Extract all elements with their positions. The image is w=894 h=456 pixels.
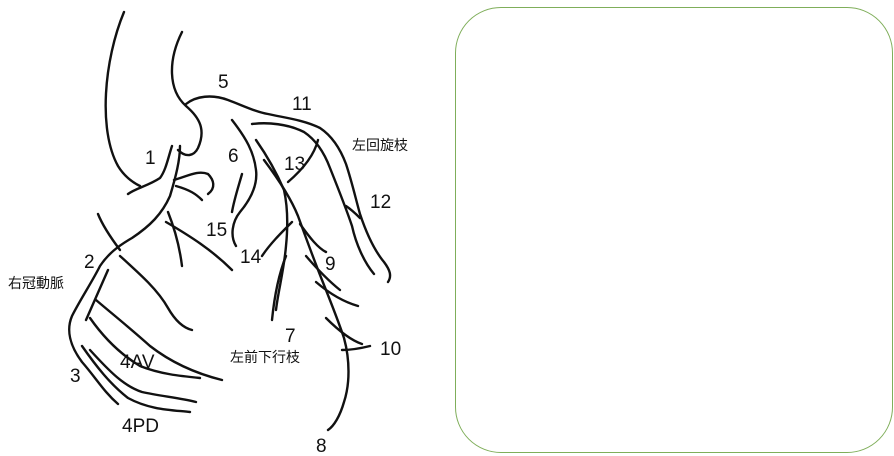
segment-11-label: 11 (292, 94, 312, 115)
segment-8-label: 8 (316, 436, 327, 456)
segment-12-label: 12 (370, 192, 391, 213)
segment-1-label: 1 (145, 148, 156, 169)
segment-14-label: 14 (240, 247, 262, 268)
left-circumflex-label: 左回旋枝 (352, 138, 408, 154)
segment-labels: 1 2 3 4AV 4PD 5 6 7 8 9 10 11 12 13 14 1… (70, 72, 401, 456)
segment-13-label: 13 (284, 154, 305, 175)
segment-4av-label: 4AV (120, 352, 155, 373)
segment-4pd-label: 4PD (122, 416, 159, 437)
segment-15-label: 15 (206, 220, 227, 241)
artery-name-labels: 右冠動脈 左回旋枝 左前下行枝 (8, 138, 408, 366)
segment-9-label: 9 (325, 254, 336, 275)
right-coronary-artery (68, 144, 234, 414)
empty-note-box (455, 7, 893, 453)
right-coronary-artery-label: 右冠動脈 (8, 276, 64, 292)
segment-3-label: 3 (70, 366, 81, 387)
segment-10-label: 10 (380, 339, 401, 360)
left-coronary-artery (184, 95, 392, 432)
aorta (104, 10, 203, 188)
segment-5-label: 5 (218, 72, 229, 93)
segment-6-label: 6 (228, 146, 239, 167)
segment-2-label: 2 (84, 252, 95, 273)
left-anterior-descending-label: 左前下行枝 (230, 349, 300, 366)
segment-7-label: 7 (285, 326, 296, 347)
